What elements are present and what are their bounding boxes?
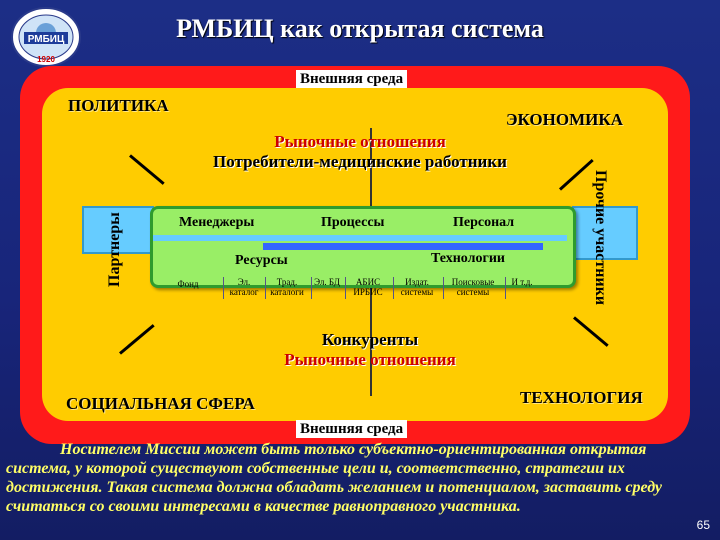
- logo-text: РМБИЦ: [28, 34, 65, 45]
- sub-item: АБИС ИРБИС: [345, 277, 390, 299]
- technologies-label: Технологии: [431, 251, 505, 266]
- sub-item: Издат. системы: [393, 277, 440, 299]
- other-participants-box: [572, 206, 638, 260]
- caption-text: Носителем Миссии может быть только субъе…: [6, 440, 706, 516]
- external-environment-label-top: Внешняя среда: [296, 70, 408, 88]
- organization-core: Менеджеры Процессы Персонал Ресурсы Техн…: [150, 206, 576, 299]
- market-relations-top: Рыночные отношения: [274, 132, 446, 151]
- other-participants-label: Прочие участники: [592, 170, 609, 306]
- sub-item: Поисковые системы: [443, 277, 502, 299]
- page-number: 65: [696, 518, 710, 532]
- sub-item: Трад. каталоги: [265, 277, 308, 299]
- politics-label: ПОЛИТИКА: [68, 96, 169, 115]
- staff-label: Персонал: [453, 215, 515, 230]
- other-participants-line2: участники: [592, 228, 609, 306]
- technology-label: ТЕХНОЛОГИЯ: [520, 388, 643, 407]
- partners-label: Партнеры: [106, 212, 123, 288]
- connector-bottom: [370, 286, 372, 396]
- sub-item: Эл. БД: [311, 277, 342, 299]
- rmbic-logo: РМБИЦ 1920: [11, 7, 81, 67]
- economy-label: ЭКОНОМИКА: [506, 110, 623, 129]
- page-title: РМБИЦ как открытая система: [176, 14, 544, 43]
- managers-label: Менеджеры: [179, 215, 255, 230]
- core-blue-bar: [263, 243, 543, 250]
- consumers-label: Потребители-медицинские работники: [213, 152, 507, 171]
- processes-label: Процессы: [321, 215, 385, 230]
- core-divider: [153, 235, 567, 241]
- logo-year: 1920: [37, 55, 55, 64]
- market-top: Рыночные отношения Потребители-медицинск…: [180, 132, 540, 172]
- sub-item: И т.д.: [505, 277, 538, 299]
- external-environment-label-bottom: Внешняя среда: [296, 420, 408, 438]
- social-sphere-label: СОЦИАЛЬНАЯ СФЕРА: [66, 394, 255, 413]
- other-participants-line1: Прочие: [592, 170, 609, 225]
- connector-top: [370, 128, 372, 208]
- market-relations-bottom: Рыночные отношения: [284, 350, 456, 369]
- resources-label: Ресурсы: [235, 253, 288, 268]
- market-bottom: Конкуренты Рыночные отношения: [220, 330, 520, 370]
- sub-item: Фонд: [177, 279, 199, 289]
- caption-body: Носителем Миссии может быть только субъе…: [6, 441, 663, 515]
- competitors-label: Конкуренты: [321, 330, 419, 349]
- sub-item: Эл. каталог: [223, 277, 264, 299]
